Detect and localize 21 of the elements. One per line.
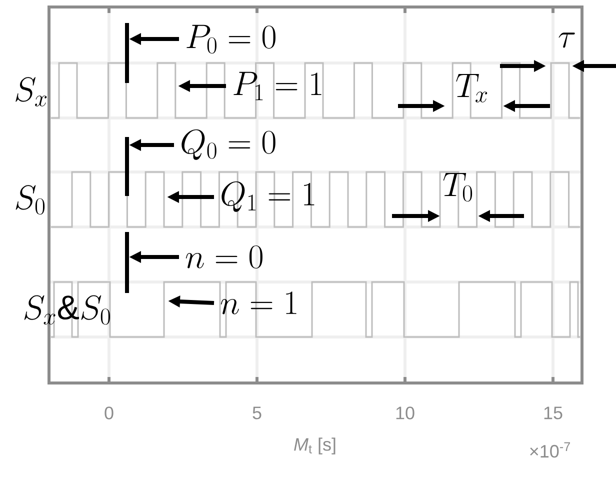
math-label: $P_0 = 0$ <box>186 24 276 54</box>
math-label: $Q_1 = 1$ <box>222 181 314 212</box>
signal-label: $S_x$ <box>16 77 47 106</box>
tick-label: 10 <box>396 406 414 420</box>
math-label: $n = 1$ <box>220 291 296 314</box>
math-label: $n = 0$ <box>186 245 262 268</box>
tick-label: 15 <box>544 406 562 420</box>
signal-label: $S_0$ <box>16 185 45 215</box>
math-label: $T_x$ <box>456 74 488 102</box>
marker-bar <box>125 23 129 83</box>
tick-label: 5 <box>252 406 262 420</box>
tick-label: 0 <box>104 406 114 420</box>
signal-label: $S_x \& S_0$ <box>24 295 110 325</box>
scale-label: ×10$^{-7}$ <box>530 442 570 458</box>
math-label: $Q_0 = 0$ <box>182 129 276 160</box>
math-label: $\tau$ <box>558 32 575 48</box>
marker-bar <box>125 137 129 196</box>
math-label: $P_1 = 1$ <box>234 72 322 100</box>
axis-title: M$_{t}$ [s] <box>294 438 336 454</box>
marker-bar <box>125 232 129 293</box>
math-label: $T_0$ <box>443 173 472 202</box>
